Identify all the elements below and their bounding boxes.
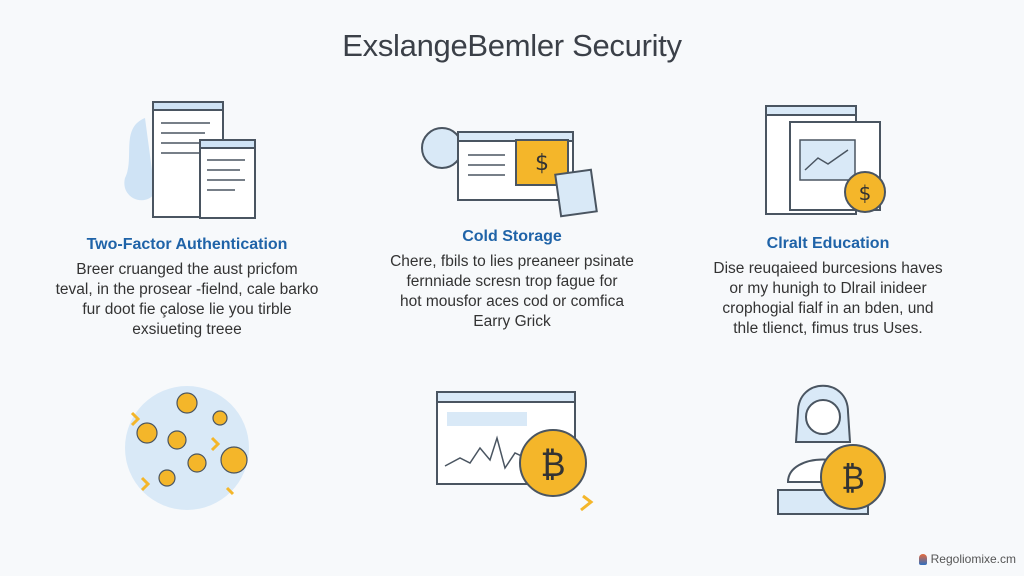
- feature-two-factor: Two-Factor Authentication Breer cruanged…: [37, 236, 337, 340]
- brand-name: Regoliomixe.cm: [930, 552, 1016, 566]
- feature-text-line: Earry Grick: [473, 313, 551, 330]
- feature-education: Clralt Education Dise reuqaieed burcesio…: [678, 235, 978, 339]
- svg-text:$: $: [535, 151, 549, 176]
- feature-text-line: exsiueting treee: [132, 321, 242, 338]
- svg-text:$: $: [859, 181, 872, 205]
- trading-chart-illustration: ₿: [436, 391, 594, 512]
- feature-text-line: Chere, fbils to lies preaneer psinate: [390, 253, 634, 270]
- feature-text-line: fur doot fie çalose lie you tirble: [82, 301, 292, 318]
- feature-cold-storage: Cold Storage Chere, fbils to lies preane…: [362, 228, 662, 332]
- education-illustration: $: [765, 105, 886, 215]
- feature-text-line: hot mousfor aces cod or comfica: [400, 293, 624, 310]
- footer-brand: Regoliomixe.cm: [918, 552, 1016, 566]
- feature-text-line: thle tlienct, fimus trus Uses.: [733, 320, 923, 337]
- coins-globe-illustration: [125, 386, 249, 510]
- feature-title: Two-Factor Authentication: [86, 236, 288, 253]
- page-title: ExslangeBemler Security: [342, 28, 682, 63]
- svg-text:₿: ₿: [540, 445, 565, 485]
- feature-text-line: Breer cruanged the aust pricfom: [76, 261, 298, 278]
- feature-text-line: crophogial fialf in an bden, und: [722, 300, 934, 317]
- feature-text-line: fernniade scresn trop fague for: [406, 273, 618, 290]
- feature-text-line: Dise reuqaieed burcesions haves: [713, 260, 943, 277]
- svg-text:₿: ₿: [841, 459, 865, 497]
- feature-title: Cold Storage: [462, 228, 562, 245]
- feature-text-line: or my hunigh to Dlrail inideer: [729, 280, 927, 297]
- brand-logo-icon: [918, 553, 927, 565]
- person-coin-illustration: ₿: [777, 384, 886, 515]
- cold-storage-illustration: $: [421, 127, 598, 218]
- two-factor-illustration: [124, 101, 256, 219]
- feature-text-line: teval, in the prosear -fielnd, cale bark…: [55, 281, 319, 298]
- feature-title: Clralt Education: [766, 235, 890, 252]
